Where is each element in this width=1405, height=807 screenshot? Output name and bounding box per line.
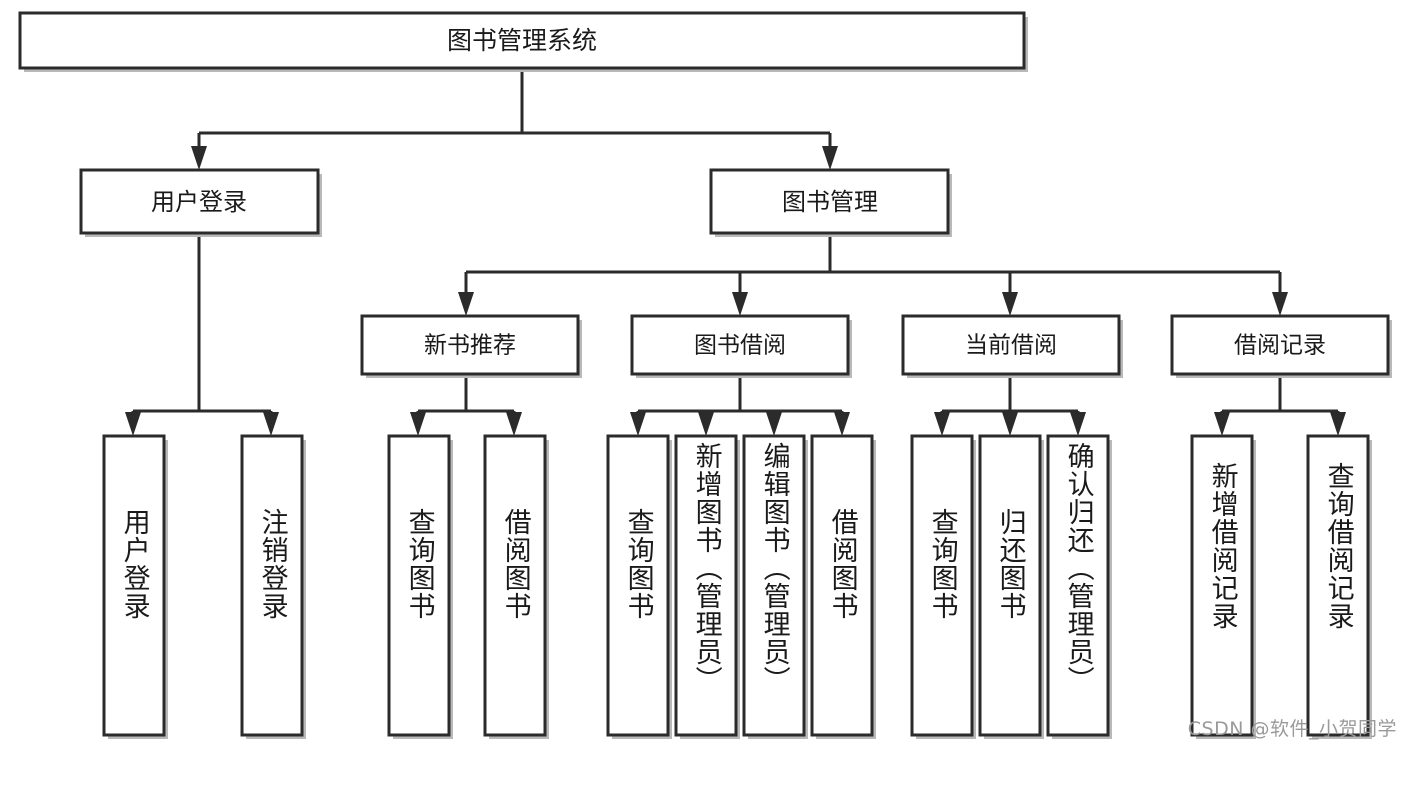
arrow-root-to-userlogin: [191, 146, 207, 170]
arrow-br-leaf2: [1330, 412, 1346, 436]
current-borrow-label: 当前借阅: [965, 333, 1057, 359]
connectors: [125, 68, 1346, 436]
arrow-newbook-leaf2: [506, 412, 522, 436]
leaf-confirm-return-box[interactable]: [1046, 434, 1110, 737]
leaf-return-book-box[interactable]: [978, 434, 1042, 737]
arrow-bm-borrowrecord: [1272, 292, 1288, 316]
node-current-borrow[interactable]: 当前借阅: [901, 314, 1123, 378]
arrow-cb-leaf1: [934, 412, 950, 436]
node-user-login[interactable]: 用户登录: [79, 168, 322, 237]
leaf-add-book-box[interactable]: [674, 434, 738, 737]
current-borrow-box[interactable]: [901, 314, 1121, 376]
book-manage-box[interactable]: [709, 168, 950, 235]
leaf-edit-book-box[interactable]: [742, 434, 806, 737]
leaf-user-login-box[interactable]: [102, 434, 166, 737]
arrow-cb-leaf2: [1002, 412, 1018, 436]
arrow-bm-newbook: [458, 292, 474, 316]
new-book-rec-label: 新书推荐: [424, 333, 516, 359]
root-label: 图书管理系统: [447, 26, 597, 55]
arrow-newbook-leaf1: [410, 412, 426, 436]
new-book-rec-box[interactable]: [360, 314, 580, 376]
leaf-add-record-box[interactable]: [1190, 434, 1254, 737]
leaf-query-book-a-box[interactable]: [387, 434, 451, 737]
arrow-bm-bookborrow: [732, 292, 748, 316]
node-book-manage[interactable]: 图书管理: [709, 168, 952, 237]
borrow-record-label: 借阅记录: [1234, 333, 1326, 359]
leaf-borrow-book-a-box[interactable]: [483, 434, 547, 737]
borrow-record-box[interactable]: [1170, 314, 1390, 376]
csdn-watermark: CSDN @软件_小贺同学: [1187, 718, 1397, 740]
leaf-logout-box[interactable]: [240, 434, 304, 737]
node-book-borrow[interactable]: 图书借阅: [630, 314, 852, 378]
org-chart-svg: 图书管理系统 用户登录 图书管理 新书推荐 图书借阅 当前借阅: [18, 11, 1392, 739]
arrow-bb-leaf2: [698, 412, 714, 436]
diagram-canvas: 图书管理系统 用户登录 图书管理 新书推荐 图书借阅 当前借阅: [18, 11, 1397, 740]
leaf-boxes: [102, 434, 1372, 739]
arrow-bb-leaf3: [766, 412, 782, 436]
arrow-cb-leaf3: [1070, 412, 1086, 436]
leaf-borrow-book-b-box[interactable]: [810, 434, 874, 737]
arrow-userlogin-leaf2: [263, 412, 279, 436]
book-manage-label: 图书管理: [782, 188, 878, 216]
leaf-query-book-c-box[interactable]: [910, 434, 974, 737]
arrow-bm-currentborrow: [1002, 292, 1018, 316]
node-new-book-rec[interactable]: 新书推荐: [360, 314, 582, 378]
user-login-label: 用户登录: [151, 188, 247, 216]
user-login-box[interactable]: [79, 168, 320, 235]
arrow-bb-leaf1: [630, 412, 646, 436]
book-borrow-label: 图书借阅: [694, 333, 786, 359]
leaf-query-book-b-box[interactable]: [606, 434, 670, 737]
node-borrow-record[interactable]: 借阅记录: [1170, 314, 1392, 378]
arrow-root-to-bookmanage: [822, 146, 838, 170]
book-borrow-box[interactable]: [630, 314, 850, 376]
arrow-bb-leaf4: [834, 412, 850, 436]
arrow-userlogin-leaf1: [125, 412, 141, 436]
arrow-br-leaf1: [1214, 412, 1230, 436]
node-root[interactable]: 图书管理系统: [18, 11, 1028, 72]
root-box[interactable]: [18, 11, 1026, 70]
leaf-query-record-box[interactable]: [1306, 434, 1370, 737]
